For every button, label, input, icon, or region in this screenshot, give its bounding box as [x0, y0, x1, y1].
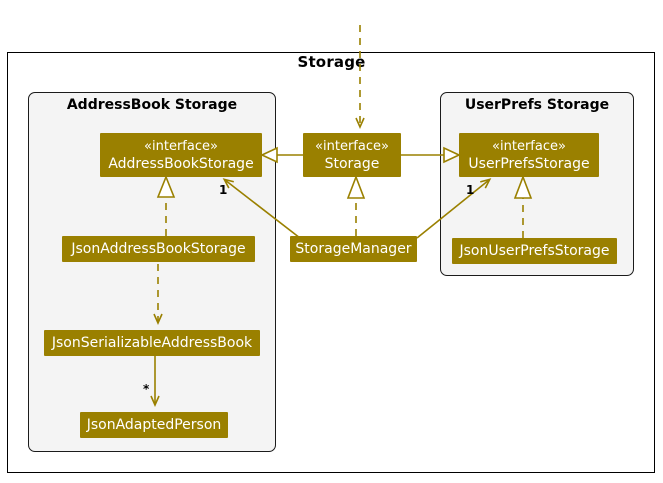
class-jsonaddressbookstorage[interactable]: JsonAddressBookStorage	[62, 236, 255, 262]
package-userprefs-storage-label: UserPrefs Storage	[464, 97, 610, 113]
package-addressbook-storage-label: AddressBook Storage	[66, 97, 238, 113]
class-jsonserializableaddressbook[interactable]: JsonSerializableAddressBook	[44, 330, 260, 356]
class-jsonaddressbookstorage-name: JsonAddressBookStorage	[71, 241, 246, 257]
class-addressbookstorage-stereotype: «interface»	[144, 138, 218, 154]
class-storage[interactable]: «interface» Storage	[303, 133, 401, 177]
class-userprefsstorage-stereotype: «interface»	[492, 138, 566, 154]
class-storage-name: Storage	[324, 155, 380, 172]
class-addressbookstorage-name: AddressBookStorage	[108, 155, 254, 172]
class-addressbookstorage[interactable]: «interface» AddressBookStorage	[100, 133, 262, 177]
class-jsonadaptedperson[interactable]: JsonAdaptedPerson	[80, 412, 228, 438]
class-userprefsstorage-name: UserPrefsStorage	[468, 155, 590, 172]
storage-frame	[7, 52, 655, 473]
multiplicity-jsonadaptedperson: *	[143, 382, 150, 396]
class-jsonuserprefsstorage-name: JsonUserPrefsStorage	[459, 243, 610, 259]
diagram-title: Storage	[297, 53, 366, 71]
class-jsonserializableaddressbook-name: JsonSerializableAddressBook	[51, 335, 253, 351]
class-jsonadaptedperson-name: JsonAdaptedPerson	[86, 417, 222, 433]
class-storage-stereotype: «interface»	[315, 138, 389, 154]
class-userprefsstorage[interactable]: «interface» UserPrefsStorage	[459, 133, 599, 177]
class-storagemanager[interactable]: StorageManager	[290, 236, 417, 262]
multiplicity-userprefsstorage: 1	[466, 183, 475, 197]
class-storagemanager-name: StorageManager	[295, 241, 412, 257]
class-jsonuserprefsstorage[interactable]: JsonUserPrefsStorage	[452, 238, 617, 264]
multiplicity-addressbookstorage: 1	[219, 183, 228, 197]
